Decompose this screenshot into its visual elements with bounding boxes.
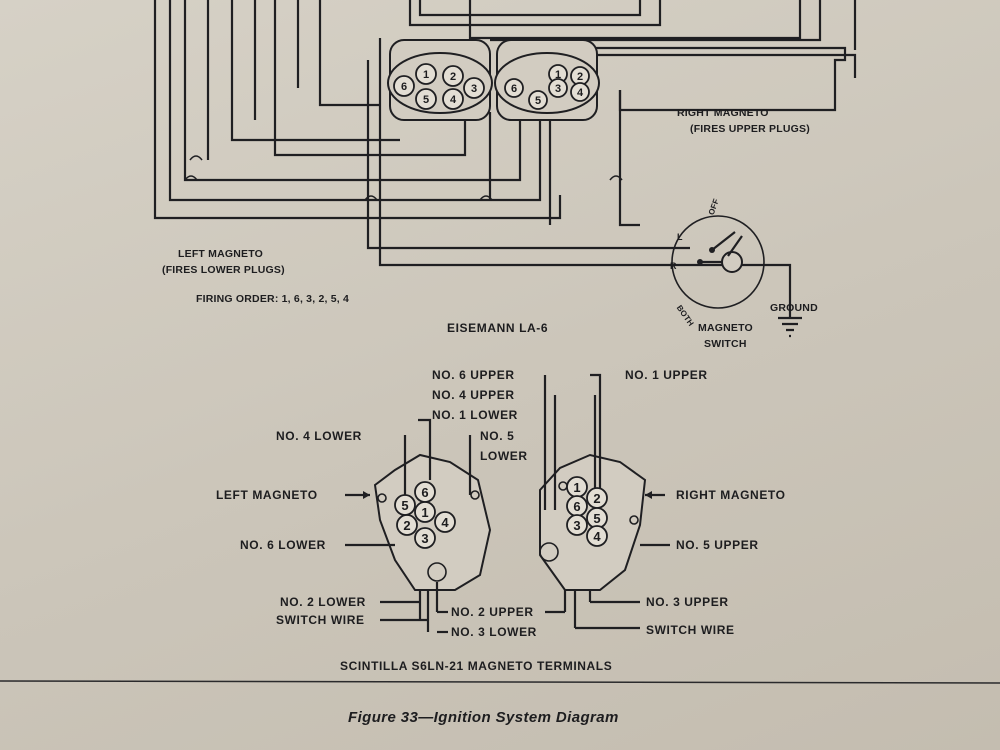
left-magneto-sublabel: (FIRES LOWER PLUGS) [162,264,285,276]
label-no3-lower: NO. 3 LOWER [451,625,537,639]
bottom-right-terminal: 6 [566,495,588,517]
scintilla-title: SCINTILLA S6LN-21 MAGNETO TERMINALS [340,659,613,673]
svg-text:1: 1 [555,69,561,81]
svg-text:5: 5 [401,498,408,513]
bottom-right-terminal: 4 [586,525,608,547]
top-left-terminal: 2 [442,65,464,87]
switch-sublabel: SWITCH [704,338,747,350]
ground-label: GROUND [770,302,818,314]
bottom-left-terminal: 5 [394,494,416,516]
svg-text:1: 1 [421,505,428,520]
label-no4-lower: NO. 4 LOWER [276,429,362,443]
svg-text:2: 2 [593,491,600,506]
top-left-terminal: 3 [463,77,485,99]
bottom-left-terminal: 6 [414,481,436,503]
bottom-right-terminal: 1 [566,476,588,498]
switch-pos-r: R [670,261,677,271]
svg-text:5: 5 [535,95,541,107]
label-left-magneto: LEFT MAGNETO [216,488,318,502]
bottom-left-terminal: 3 [414,527,436,549]
svg-text:2: 2 [450,71,456,83]
left-terminal-block [373,453,492,591]
svg-text:4: 4 [441,515,449,530]
label-no2-lower: NO. 2 LOWER [280,595,366,609]
top-right-terminal: 4 [570,82,590,102]
label-no6-lower: NO. 6 LOWER [240,538,326,552]
top-right-terminal: 6 [504,78,524,98]
ignition-wires [153,0,857,338]
top-left-terminal: 6 [393,75,415,97]
svg-text:6: 6 [573,499,580,514]
svg-text:3: 3 [555,83,561,95]
label-no1-lower: NO. 1 LOWER [432,408,518,422]
top-left-terminal: 1 [415,63,437,85]
top-left-terminal: 5 [415,88,437,110]
svg-text:6: 6 [511,83,517,95]
top-right-terminal: 1 [548,64,568,84]
label-no1-upper: NO. 1 UPPER [625,368,708,382]
bottom-right-terminal: 5 [586,507,608,529]
bottom-left-terminal: 2 [396,514,418,536]
svg-text:6: 6 [401,81,407,93]
top-left-terminal: 4 [442,88,464,110]
svg-text:3: 3 [421,531,428,546]
right-magneto-label: RIGHT MAGNETO [677,107,769,119]
switch-label: MAGNETO [698,322,753,334]
label-no4-upper: NO. 4 UPPER [432,388,515,402]
label-no6-upper: NO. 6 UPPER [432,368,515,382]
terminal-leader-lines [345,373,670,634]
left-magneto-label: LEFT MAGNETO [178,248,264,260]
label-no5-upper: NO. 5 UPPER [676,538,759,552]
bottom-right-terminal: 2 [586,487,608,509]
figure-caption: Figure 33—Ignition System Diagram [348,709,619,726]
bottom-left-terminal: 4 [434,511,456,533]
label-switch-wire-left: SWITCH WIRE [276,613,365,627]
svg-text:5: 5 [593,511,600,526]
svg-text:1: 1 [573,480,580,495]
svg-text:2: 2 [577,71,583,83]
svg-text:3: 3 [471,83,477,95]
svg-text:3: 3 [573,518,580,533]
label-no3-upper: NO. 3 UPPER [646,595,729,609]
switch-pos-l: L [677,232,683,242]
svg-text:4: 4 [593,529,601,544]
label-right-magneto: RIGHT MAGNETO [676,488,786,502]
svg-text:1: 1 [423,69,429,81]
bottom-left-terminal: 1 [414,501,436,523]
label-switch-wire-right: SWITCH WIRE [646,623,735,637]
svg-text:4: 4 [450,94,457,106]
top-right-terminal: 5 [528,90,548,110]
svg-text:2: 2 [403,518,410,533]
svg-text:5: 5 [423,94,429,106]
footer-rule [0,680,1000,684]
right-magneto-sublabel: (FIRES UPPER PLUGS) [690,123,810,135]
model-label: EISEMANN LA-6 [447,321,549,335]
svg-text:6: 6 [421,485,428,500]
magneto-switch [671,215,765,309]
label-no2-upper: NO. 2 UPPER [451,605,534,619]
top-right-terminal: 3 [548,78,568,98]
svg-text:4: 4 [577,87,584,99]
firing-order: FIRING ORDER: 1, 6, 3, 2, 5, 4 [196,293,350,305]
label-no5-lower-2: LOWER [480,449,528,463]
bottom-right-terminal: 3 [566,514,588,536]
label-no5-lower: NO. 5 [480,429,515,443]
left-magneto-top [387,39,493,121]
